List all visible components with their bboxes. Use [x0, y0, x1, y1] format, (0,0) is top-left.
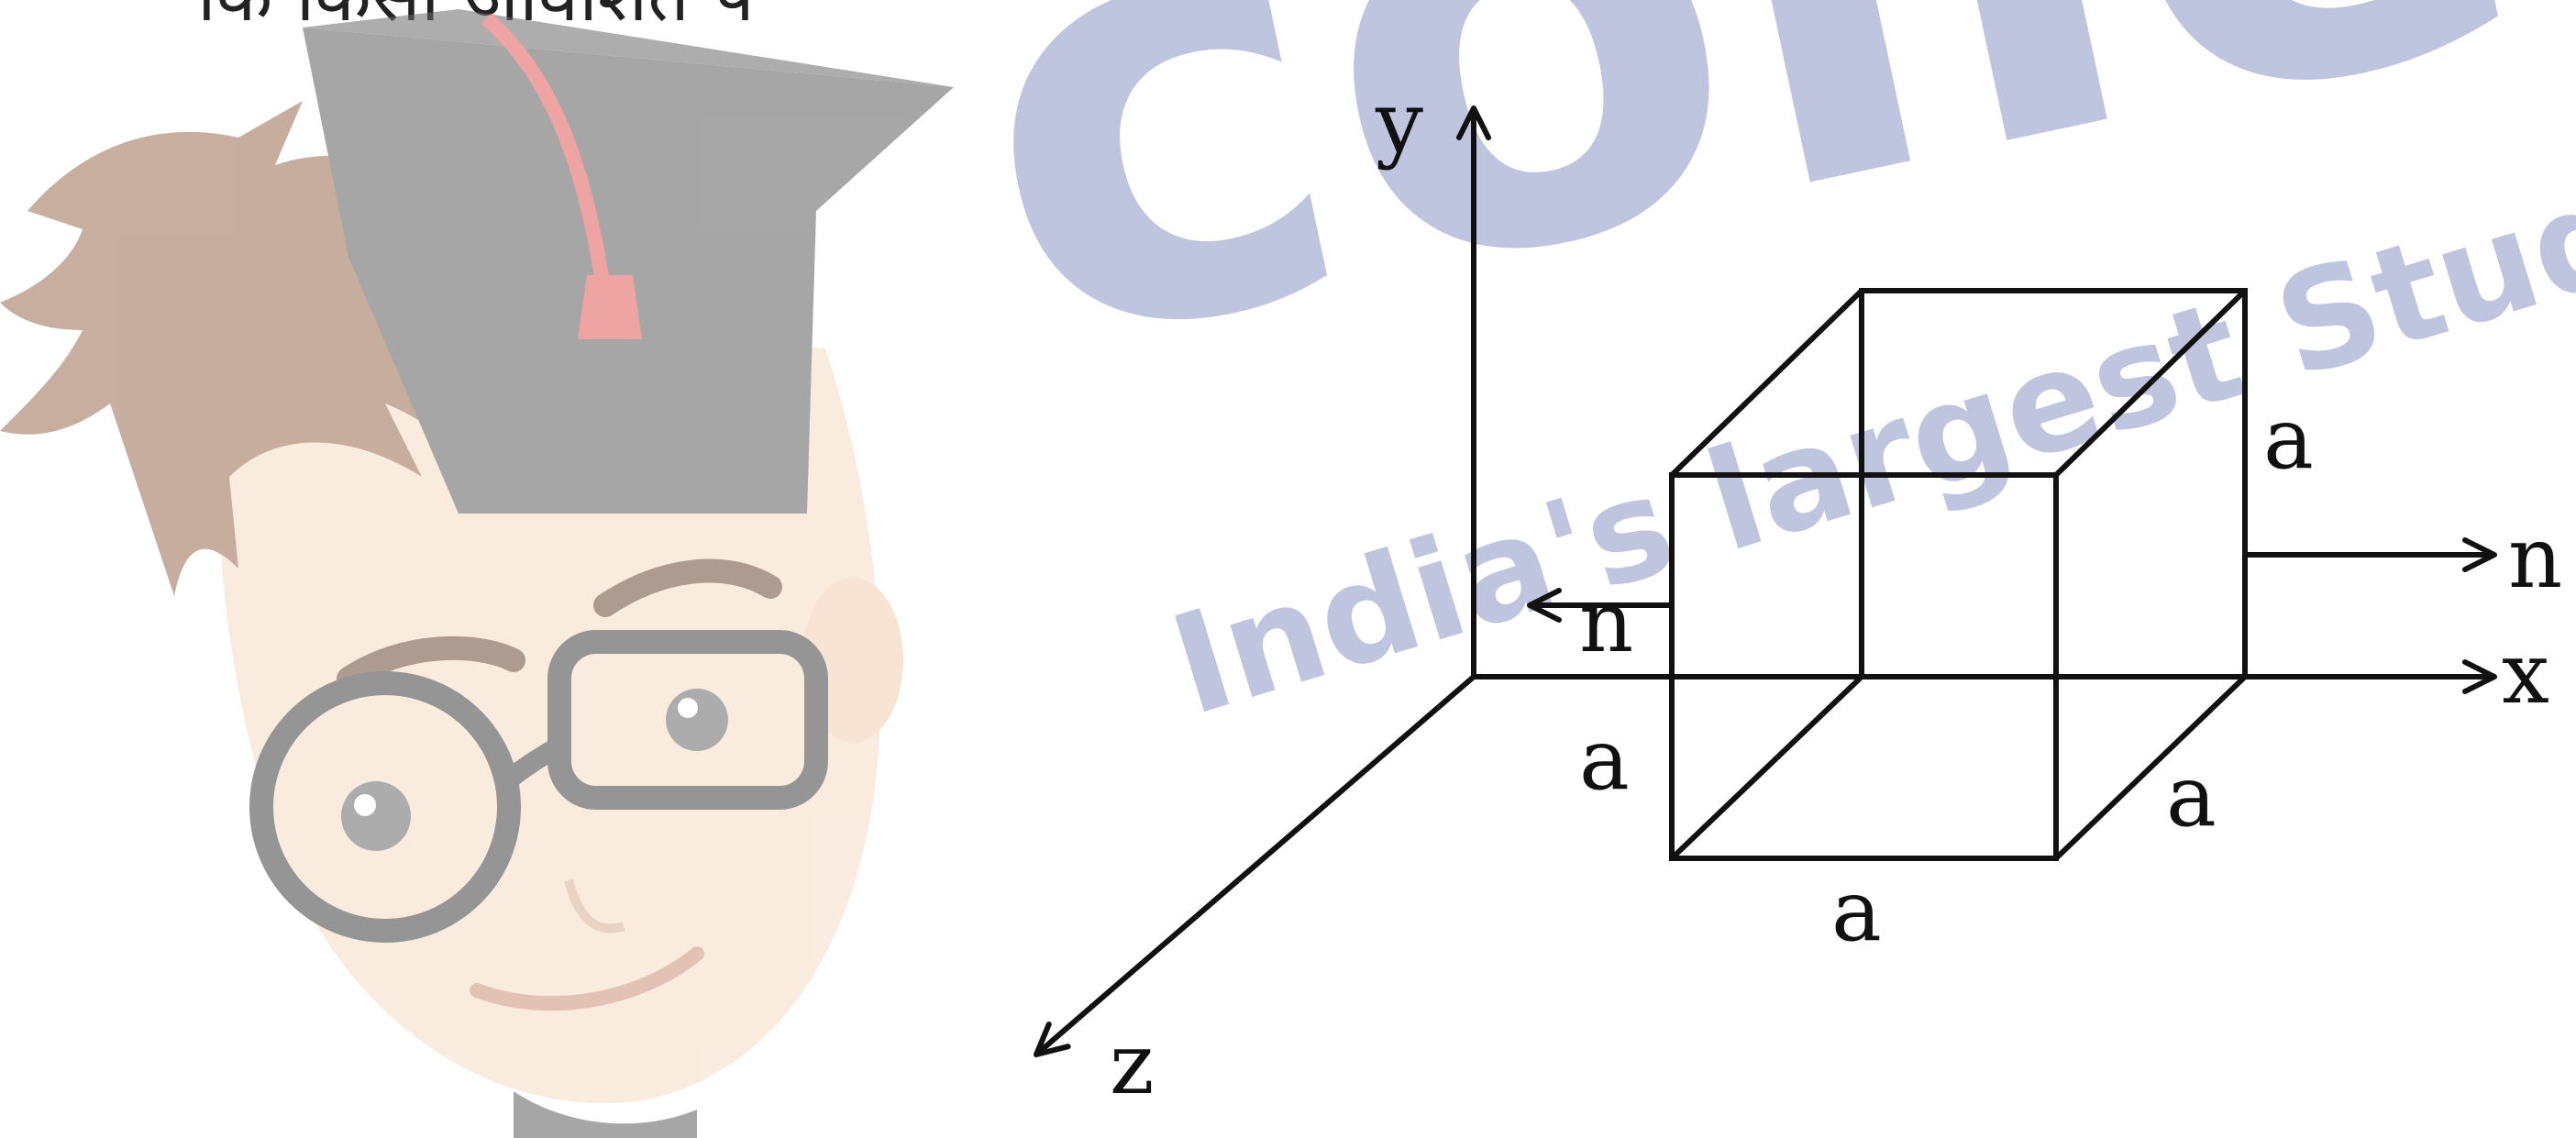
brand-watermark: colleg India's largest Stude — [914, 0, 2576, 746]
edge-label-side-bottom: a — [2166, 747, 2217, 845]
x-axis-label: x — [2502, 624, 2549, 723]
normal-right-label: n — [2508, 509, 2562, 607]
cube-edge-bottom-right — [2053, 674, 2248, 861]
normal-left-label: n — [1579, 573, 1633, 671]
z-axis — [1034, 674, 1476, 1057]
cube-edge-top-left — [1669, 288, 1864, 478]
cube-edge-top-right — [2053, 288, 2248, 478]
edge-label-front-left: a — [1579, 711, 1630, 809]
mascot-watermark — [0, 9, 954, 1138]
edge-label-front-bottom: a — [1831, 862, 1882, 960]
normal-vectors — [1527, 537, 2497, 623]
cube-edge-bottom-left — [1669, 674, 1864, 861]
y-axis-label: y — [1375, 73, 1423, 171]
cube — [1669, 288, 2248, 861]
edge-label-back-right: a — [2263, 390, 2314, 488]
cube-back-face — [1859, 288, 2248, 679]
z-axis-label: z — [1110, 1015, 1154, 1113]
